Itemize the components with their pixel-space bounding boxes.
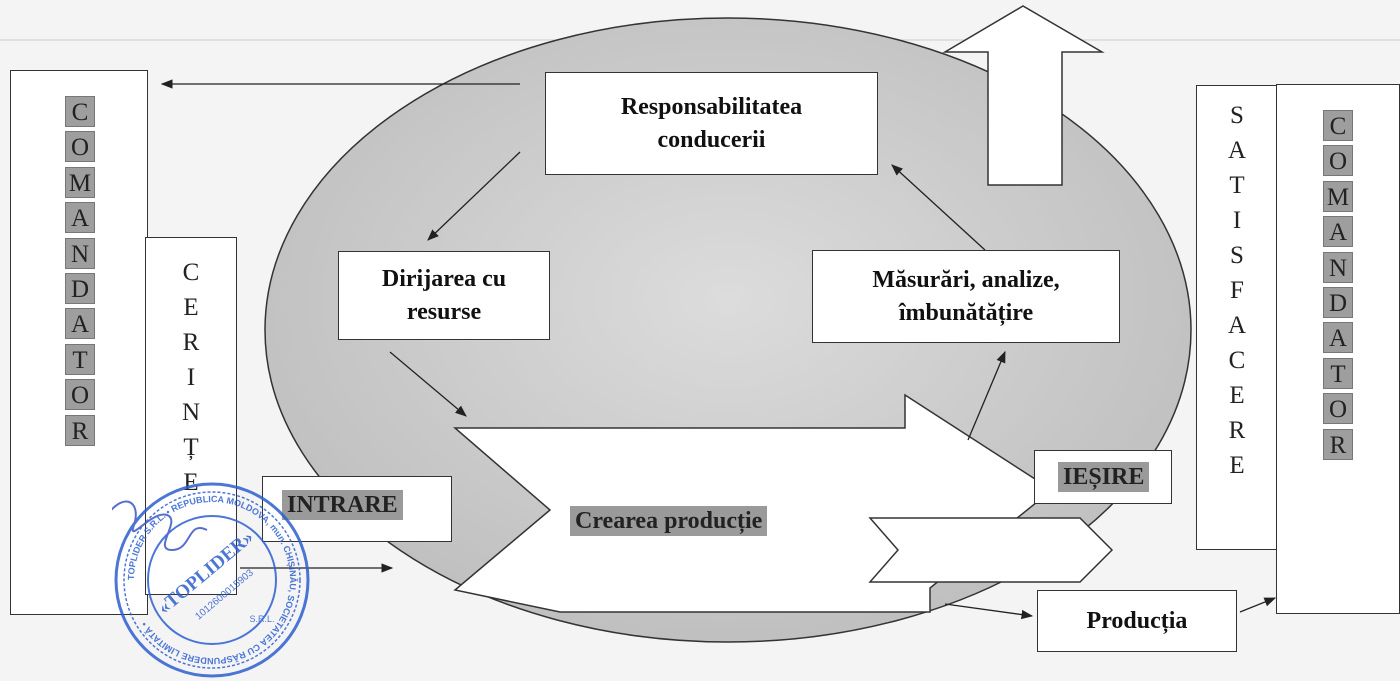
letter: O	[65, 379, 95, 411]
letter: T	[1323, 357, 1353, 389]
letter: I	[186, 364, 196, 391]
letter: E	[183, 294, 199, 321]
product-realization-label: Crearea producție	[570, 506, 768, 536]
letter: S	[1230, 242, 1244, 269]
letter: R	[182, 329, 200, 356]
letter: D	[65, 272, 95, 304]
letter: R	[65, 414, 95, 446]
company-stamp: TOPLIDER S.R.L. • REPUBLICA MOLDOVA, mun…	[112, 482, 310, 678]
arrow-to-management	[891, 164, 986, 251]
letter: D	[1323, 286, 1353, 318]
letter: C	[1228, 347, 1246, 374]
letter: R	[1228, 417, 1246, 444]
letter: S	[1230, 102, 1244, 129]
measurement-analysis-box: Măsurări, analize, îmbunătățire	[812, 250, 1120, 343]
letter: M	[65, 166, 95, 198]
letter: A	[1323, 216, 1353, 248]
letter: T	[1229, 172, 1245, 199]
arrow-to-product	[944, 603, 1034, 620]
letter: A	[1323, 322, 1353, 354]
input-label: INTRARE	[282, 490, 403, 520]
output-arrow	[868, 517, 1114, 583]
letter: R	[1323, 428, 1353, 460]
arrow-product-to-customer	[1239, 597, 1277, 613]
letter: Ț	[183, 434, 199, 461]
letter: T	[65, 343, 95, 375]
letter: F	[1230, 277, 1244, 304]
letter: A	[65, 202, 95, 234]
letter: E	[183, 469, 199, 496]
left-customer-letters: C O M A N D A T O R	[65, 96, 95, 450]
signature-scribble	[112, 500, 208, 552]
improvement-up-arrow	[942, 5, 1105, 186]
right-customer-letters: C O M A N D A T O R	[1323, 110, 1353, 464]
letter: A	[65, 308, 95, 340]
letter: E	[1229, 382, 1245, 409]
output-label: IEȘIRE	[1058, 462, 1150, 492]
satisfaction-letters: S A T I S F A C E R E	[1226, 98, 1248, 483]
requirements-letters: C E R I N Ț E	[180, 255, 202, 500]
letter: C	[65, 96, 95, 127]
product-box: Producția	[1037, 590, 1237, 652]
letter: M	[1323, 180, 1353, 212]
letter: O	[1323, 145, 1353, 177]
letter: N	[65, 237, 95, 269]
letter: C	[182, 259, 200, 286]
letter: C	[1323, 110, 1353, 141]
arrow-to-resources	[427, 151, 521, 241]
letter: E	[1229, 452, 1245, 479]
stamp-suffix: S.R.L.	[249, 614, 274, 624]
resource-management-box: Dirijarea cu resurse	[338, 251, 550, 340]
letter: O	[65, 131, 95, 163]
letter: N	[1323, 251, 1353, 283]
letter: I	[1232, 207, 1242, 234]
letter: N	[181, 399, 201, 426]
management-responsibility-box: Responsabilitatea conducerii	[545, 72, 878, 175]
satisfaction-column	[1196, 85, 1278, 550]
arrow-resources-to-realization	[389, 351, 467, 417]
letter: A	[1227, 137, 1247, 164]
arrow-to-measurement	[967, 350, 1006, 441]
letter: A	[1227, 312, 1247, 339]
letter: O	[1323, 393, 1353, 425]
